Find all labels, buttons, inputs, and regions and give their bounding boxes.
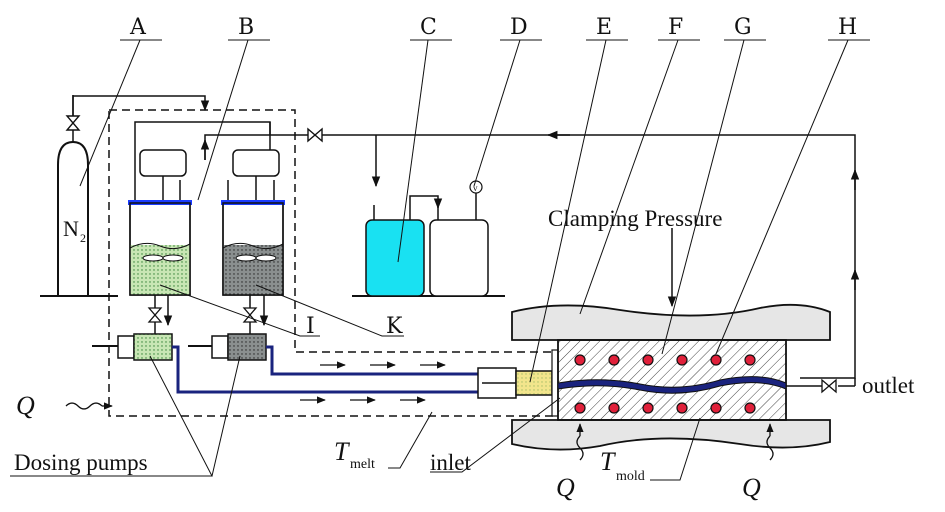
heat-arrows — [65, 402, 774, 461]
outlet-pipe — [786, 378, 856, 387]
gauge-label: v — [473, 183, 478, 193]
top-valve-icon — [307, 127, 323, 143]
tank-valve-icons — [147, 307, 258, 323]
q-left-label: Q — [16, 391, 35, 420]
melt-pipes — [172, 345, 478, 394]
n2-valve-icon — [65, 115, 81, 131]
label-g: G — [734, 15, 752, 40]
label-c: C — [420, 15, 437, 40]
injection-unit — [477, 349, 559, 417]
tank-outlets — [154, 295, 269, 337]
n2-subscript: 2 — [80, 231, 86, 245]
flow-arrows — [300, 361, 446, 404]
t-melt-subscript: melt — [350, 457, 375, 472]
t-mold-subscript: mold — [616, 469, 645, 484]
inlet-label: inlet — [430, 450, 471, 475]
clamping-pressure-label: Clamping Pressure — [548, 206, 722, 231]
lower-platen — [511, 419, 831, 451]
t-mold-symbol: T — [600, 447, 616, 476]
n2-label: N — [63, 216, 79, 241]
outlet-label: outlet — [862, 373, 915, 398]
label-k: K — [386, 314, 403, 339]
label-h: H — [838, 15, 857, 40]
dashed-enclosure — [108, 109, 556, 417]
upper-platen — [511, 303, 831, 341]
q-bottom-left-label: Q — [556, 473, 575, 502]
dosing-pump-1 — [92, 333, 173, 361]
tank1 — [128, 200, 192, 296]
cd-link — [409, 195, 443, 210]
label-b: B — [238, 15, 254, 40]
label-i: I — [306, 314, 315, 339]
reservoir-d — [429, 180, 489, 297]
leader-lines — [10, 39, 870, 481]
reservoir-c — [365, 205, 425, 297]
label-d: D — [510, 15, 528, 40]
dosing-pumps-label: Dosing pumps — [14, 450, 148, 475]
label-f: F — [668, 15, 683, 40]
tank2 — [221, 200, 285, 296]
t-melt-symbol: T — [334, 437, 350, 466]
dosing-pump-2 — [188, 333, 267, 361]
label-a: A — [129, 15, 147, 40]
outlet-valve-icon — [821, 378, 837, 394]
q-bottom-right-label: Q — [742, 473, 761, 502]
n2-line — [72, 95, 210, 116]
label-e: E — [596, 15, 612, 40]
tank1-motor — [134, 149, 187, 255]
heater-channels — [574, 354, 756, 414]
